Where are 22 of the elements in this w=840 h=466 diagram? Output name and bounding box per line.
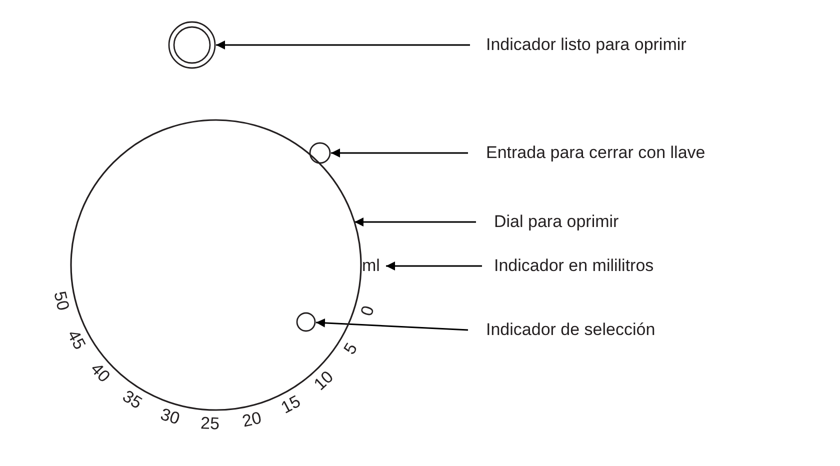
- scale-number: 50: [49, 289, 73, 312]
- arrow: [386, 262, 482, 270]
- callout-text: Indicador listo para oprimir: [486, 35, 686, 55]
- callout-text: Entrada para cerrar con llave: [486, 143, 706, 163]
- scale-number: 25: [200, 414, 220, 434]
- scale-number: 35: [118, 386, 146, 414]
- scale-number: 45: [62, 326, 89, 353]
- scale-number: 0: [357, 304, 379, 319]
- callout-text: Indicador de selección: [486, 320, 656, 340]
- callout-text: Indicador en mililitros: [494, 256, 654, 276]
- arrow: [216, 40, 470, 50]
- arrow: [354, 218, 476, 226]
- scale-number: 5: [340, 340, 362, 359]
- scale-number: 15: [278, 392, 304, 419]
- callout-text: Dial para oprimir: [494, 212, 619, 232]
- arrow: [316, 318, 468, 331]
- unit-label: ml: [362, 256, 380, 276]
- scale-number: 20: [240, 408, 264, 432]
- scale-number: 40: [86, 360, 114, 388]
- arrow: [331, 148, 468, 158]
- scale-number: 30: [158, 404, 182, 430]
- scale-number: 10: [310, 368, 338, 396]
